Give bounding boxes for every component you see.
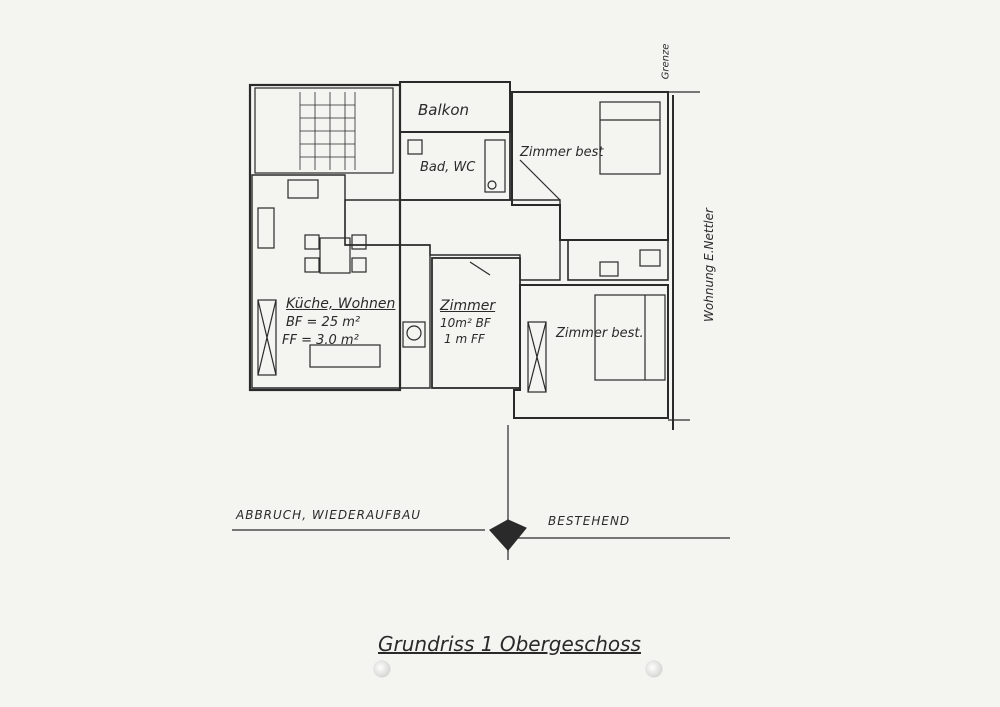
divider-arrow bbox=[489, 518, 509, 552]
chair-3 bbox=[351, 234, 367, 250]
punch-hole-right bbox=[646, 661, 662, 677]
label-zimmer-best-top: Zimmer best bbox=[520, 145, 604, 160]
bed-top bbox=[599, 101, 661, 175]
bed-bottom bbox=[594, 294, 666, 381]
sofa bbox=[309, 344, 381, 368]
label-ff-zimmer: 1 m FF bbox=[444, 332, 485, 346]
label-bad-wc: Bad, WC bbox=[420, 160, 476, 175]
dining-table bbox=[319, 237, 351, 274]
tiled-stove bbox=[402, 321, 426, 348]
label-bf-kueche: BF = 25 m² bbox=[286, 315, 361, 330]
label-wohnung: Wohnung E.Nettler bbox=[701, 208, 716, 322]
room-zimmer-best-bottom bbox=[513, 284, 669, 419]
kitchen-sink bbox=[257, 207, 275, 249]
drawing-title: Grundriss 1 Obergeschoss bbox=[378, 632, 641, 656]
label-bestehend: BESTEHEND bbox=[548, 514, 631, 528]
outer-wall-left bbox=[248, 83, 402, 392]
toilet-fixture bbox=[487, 180, 497, 190]
utility-sink-2 bbox=[639, 249, 661, 267]
utility-room bbox=[567, 239, 669, 281]
cabinet-bottom bbox=[527, 321, 547, 393]
label-zimmer-best-bottom: Zimmer best. bbox=[556, 326, 644, 341]
bathtub-fixture bbox=[484, 139, 506, 193]
label-kueche-wohnen: Küche, Wohnen bbox=[286, 296, 396, 312]
stove-fixture bbox=[287, 179, 319, 199]
label-grenze: Grenze bbox=[660, 43, 672, 80]
room-zimmer-best-top bbox=[511, 91, 669, 241]
label-abbruch: ABBRUCH, WIEDERAUFBAU bbox=[236, 508, 422, 522]
label-zimmer-small: Zimmer bbox=[440, 298, 496, 314]
stair-room bbox=[254, 87, 394, 174]
chair-4 bbox=[351, 257, 367, 273]
punch-hole-left bbox=[374, 661, 390, 677]
label-bf-zimmer: 10m² BF bbox=[440, 316, 491, 330]
label-balkon: Balkon bbox=[418, 101, 470, 119]
stair-steps bbox=[299, 92, 356, 170]
utility-sink-1 bbox=[599, 261, 619, 277]
sink-fixture bbox=[407, 139, 423, 155]
room-kueche-wohnen bbox=[251, 174, 431, 389]
chair-1 bbox=[304, 234, 320, 250]
corridor bbox=[344, 199, 561, 281]
round-fixture bbox=[406, 325, 422, 341]
chair-2 bbox=[304, 257, 320, 273]
cabinet-left bbox=[257, 299, 277, 376]
label-ff-kueche: FF = 3.0 m² bbox=[282, 333, 359, 348]
